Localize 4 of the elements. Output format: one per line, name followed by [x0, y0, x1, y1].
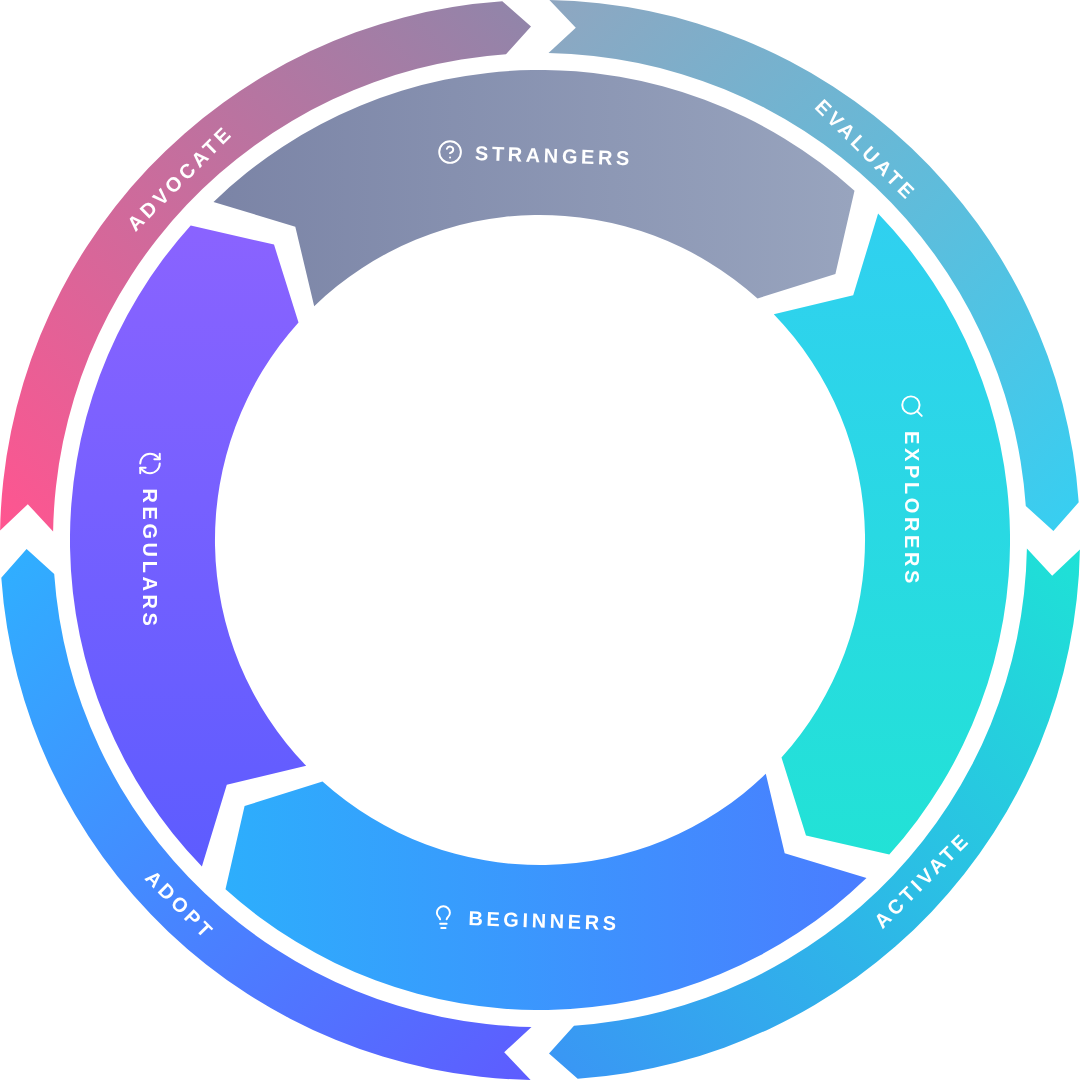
- segment-label: BEGINNERS: [468, 908, 620, 934]
- segment-label: EXPLORERS: [902, 431, 922, 587]
- segment-label: STRANGERS: [474, 142, 634, 169]
- segment-label: REGULARS: [140, 488, 160, 630]
